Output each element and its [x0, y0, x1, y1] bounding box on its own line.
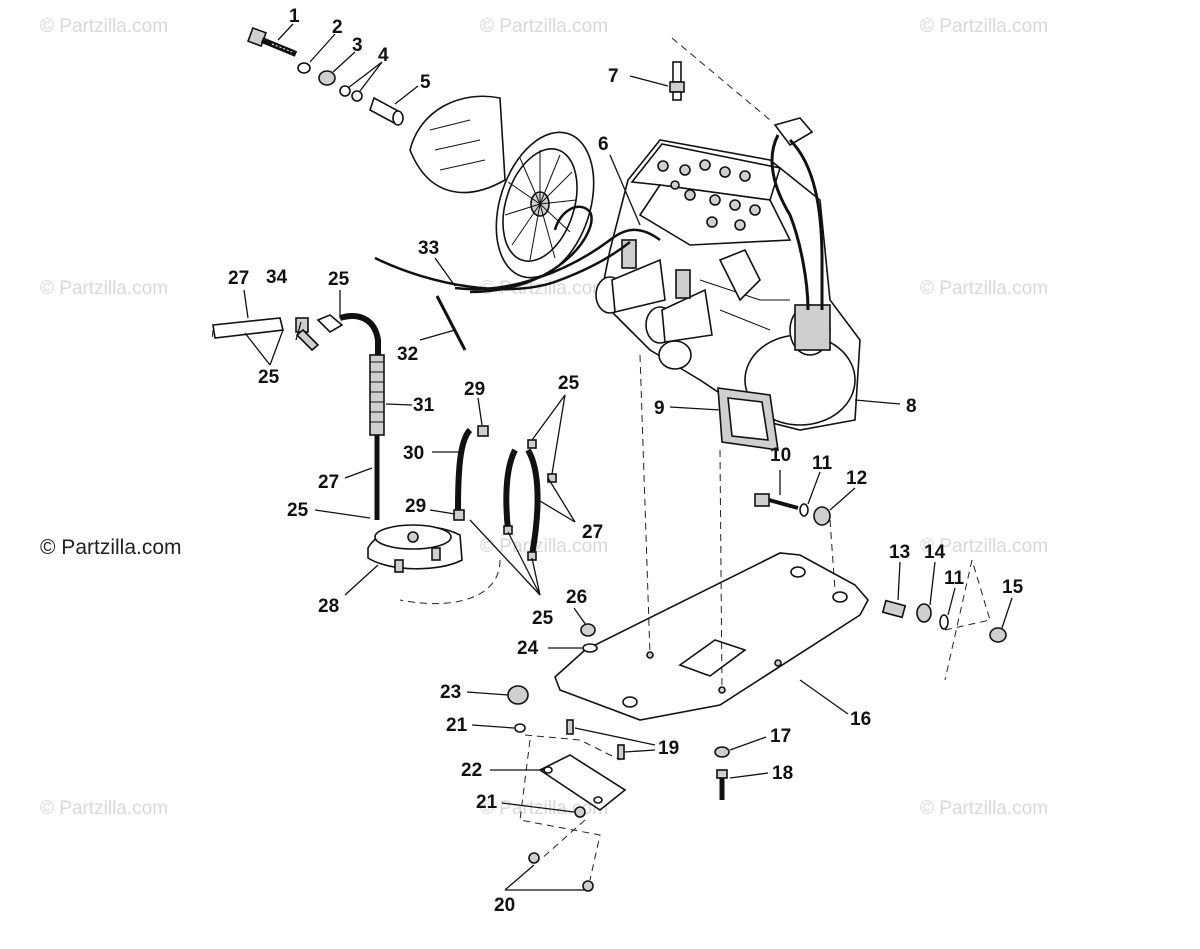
watermark: © Partzilla.com — [480, 278, 609, 299]
oring-part — [339, 85, 351, 97]
callout-26: 26 — [566, 587, 587, 608]
callout-27: 27 — [582, 522, 603, 543]
assembly-guide-lines — [211, 37, 991, 881]
callout-29: 29 — [405, 496, 426, 517]
sleeve-part — [369, 96, 404, 126]
plug-wire-part — [770, 117, 824, 311]
throttle-cable-part — [374, 205, 661, 294]
callout-16: 16 — [850, 709, 871, 730]
watermark-emphasized: © Partzilla.com — [40, 536, 182, 559]
nut-part — [528, 806, 594, 892]
callout-30: 30 — [403, 443, 424, 464]
washer-nut-part — [580, 623, 598, 653]
callout-25: 25 — [532, 608, 554, 629]
callout-27: 27 — [228, 268, 249, 289]
callout-25: 25 — [558, 373, 580, 394]
callout-32: 32 — [397, 344, 418, 365]
bracket-part — [538, 719, 627, 811]
spark-plug-part — [669, 61, 685, 101]
callout-11: 11 — [944, 568, 965, 589]
callout-33: 33 — [418, 238, 439, 259]
oring-part — [351, 90, 363, 102]
fuel-pump-part — [367, 524, 463, 573]
watermark: © Partzilla.com — [40, 278, 169, 299]
spacer-part — [318, 70, 336, 86]
callout-11: 11 — [812, 453, 833, 474]
watermark: © Partzilla.com — [920, 536, 1049, 557]
callout-13: 13 — [889, 542, 910, 563]
air-intake-part — [717, 387, 779, 451]
callout-25: 25 — [258, 367, 280, 388]
carburetor-part — [595, 239, 713, 370]
cable-tie-part — [435, 295, 467, 351]
callout-21: 21 — [476, 792, 498, 813]
callout-9: 9 — [654, 398, 665, 419]
callout-27: 27 — [318, 472, 339, 493]
callout-25: 25 — [287, 500, 309, 521]
fuel-line-sleeve-part — [369, 354, 385, 520]
callout-18: 18 — [772, 763, 793, 784]
callout-17: 17 — [770, 726, 791, 747]
callout-28: 28 — [318, 596, 339, 617]
callout-14: 14 — [924, 542, 946, 563]
callout-6: 6 — [598, 134, 609, 155]
washer-part — [297, 62, 311, 74]
watermark: © Partzilla.com — [920, 798, 1049, 819]
callout-1: 1 — [289, 6, 300, 27]
watermark: © Partzilla.com — [480, 16, 609, 37]
plate-bolt-part — [714, 746, 730, 800]
callout-24: 24 — [517, 638, 539, 659]
watermark: © Partzilla.com — [920, 16, 1049, 37]
mount-hardware-part — [881, 599, 1007, 643]
callout-10: 10 — [770, 445, 791, 466]
leader-lines — [243, 23, 1013, 891]
callout-7: 7 — [608, 66, 619, 87]
fuel-hose-part — [399, 425, 557, 605]
callout-21: 21 — [446, 715, 468, 736]
callout-34: 34 — [266, 267, 288, 288]
callout-22: 22 — [461, 760, 482, 781]
callout-29: 29 — [464, 379, 485, 400]
callout-31: 31 — [413, 395, 435, 416]
callout-labels: 1 2 3 4 5 6 7 8 9 10 11 11 12 13 14 15 1… — [228, 6, 1024, 916]
rubber-mount-part — [507, 685, 529, 733]
callout-23: 23 — [440, 682, 461, 703]
callout-20: 20 — [494, 895, 515, 916]
callout-4: 4 — [378, 45, 389, 66]
callout-15: 15 — [1002, 577, 1024, 598]
callout-3: 3 — [352, 35, 363, 56]
watermark: © Partzilla.com — [920, 278, 1049, 299]
callout-5: 5 — [420, 72, 431, 93]
engine-plate-part — [554, 552, 869, 721]
callout-8: 8 — [906, 396, 917, 417]
watermark: © Partzilla.com — [40, 16, 169, 37]
callout-25: 25 — [328, 269, 350, 290]
callout-2: 2 — [332, 17, 343, 38]
fuel-line-part — [212, 313, 381, 360]
drive-clutch-part — [409, 95, 595, 279]
watermark: © Partzilla.com — [40, 798, 169, 819]
callout-12: 12 — [846, 468, 867, 489]
callout-19: 19 — [658, 738, 679, 759]
mount-bolt-part — [754, 493, 831, 526]
bolt-part — [247, 27, 298, 57]
